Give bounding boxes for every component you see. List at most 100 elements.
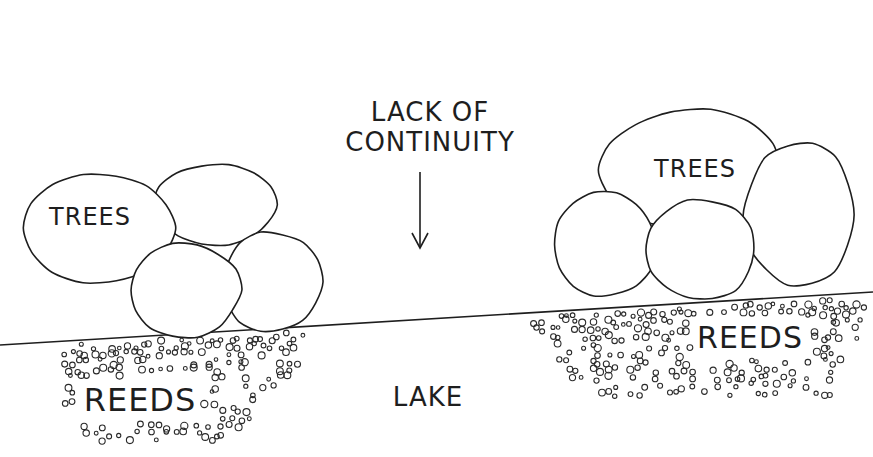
reed-mark: [715, 384, 721, 390]
reed-mark: [637, 309, 644, 316]
reed-mark: [93, 368, 99, 374]
reed-mark: [247, 417, 251, 421]
reed-mark: [247, 338, 252, 343]
reed-mark: [631, 314, 635, 318]
reed-mark: [833, 320, 840, 327]
reed-mark: [740, 309, 747, 316]
reed-mark: [290, 344, 297, 351]
reed-mark: [594, 362, 600, 368]
reed-mark: [167, 366, 173, 372]
reed-mark: [732, 304, 738, 310]
reed-mark: [582, 346, 586, 350]
reed-mark: [757, 305, 762, 310]
reed-mark: [749, 381, 753, 385]
reed-mark: [83, 430, 89, 436]
reed-mark: [206, 364, 212, 370]
reed-mark: [781, 374, 787, 380]
reed-mark: [668, 390, 673, 395]
reed-mark: [146, 354, 150, 358]
reed-mark: [619, 338, 624, 343]
reed-mark: [138, 421, 144, 427]
reed-mark: [145, 341, 151, 347]
pointer-arrow-shaft: [419, 172, 421, 246]
reed-mark: [682, 328, 689, 335]
reed-mark: [77, 357, 83, 363]
reed-mark: [685, 310, 692, 317]
reed-mark: [738, 375, 745, 382]
reed-mark: [126, 437, 133, 444]
reed-mark: [765, 303, 771, 309]
reed-mark: [674, 390, 679, 395]
reed-mark: [135, 429, 139, 433]
reed-mark: [174, 430, 179, 435]
reed-mark: [154, 438, 158, 442]
reed-mark: [690, 369, 696, 375]
reed-mark: [242, 375, 249, 382]
reed-mark: [287, 361, 292, 366]
reed-stipple: [62, 298, 867, 444]
reed-mark: [70, 390, 75, 395]
reed-mark: [714, 377, 720, 383]
reed-mark: [219, 374, 225, 380]
reed-mark: [630, 375, 635, 380]
reed-mark: [211, 401, 218, 408]
reed-mark: [235, 409, 240, 414]
reeds-label-box: REEDS: [693, 317, 807, 360]
reed-mark: [763, 381, 768, 386]
reed-mark: [596, 336, 601, 341]
reed-mark: [827, 298, 832, 303]
reed-mark: [271, 383, 276, 388]
reed-mark: [100, 364, 107, 371]
reed-mark: [81, 423, 87, 429]
reed-mark: [107, 434, 112, 439]
reed-mark: [244, 384, 248, 388]
reed-mark: [829, 307, 833, 311]
reed-mark: [827, 393, 832, 398]
reed-mark: [779, 309, 784, 314]
trees-label-box: TREES: [45, 200, 135, 236]
reed-mark: [726, 360, 733, 367]
reed-mark: [277, 360, 284, 367]
reed-mark: [99, 438, 105, 444]
reed-mark: [557, 357, 562, 362]
reed-mark: [590, 335, 596, 341]
tree-canopy: [555, 191, 657, 296]
reed-mark: [198, 349, 205, 356]
reed-mark: [825, 335, 830, 340]
reed-mark: [187, 342, 191, 346]
reed-mark: [172, 350, 177, 355]
reed-mark: [108, 367, 113, 372]
reed-mark: [579, 376, 583, 380]
reed-mark: [149, 368, 153, 372]
reed-mark: [227, 360, 231, 364]
reed-mark: [788, 384, 792, 388]
reed-mark: [156, 422, 162, 428]
tree-canopy: [743, 143, 854, 286]
reed-mark: [791, 379, 795, 383]
reed-mark: [267, 377, 271, 381]
reed-mark: [599, 389, 606, 396]
node-text: REEDS: [697, 321, 803, 356]
reed-mark: [572, 326, 578, 332]
reed-mark: [722, 310, 727, 315]
reed-mark: [116, 364, 122, 370]
reed-mark: [260, 385, 266, 391]
reed-mark: [83, 357, 88, 362]
reed-mark: [579, 319, 586, 326]
reed-mark: [634, 325, 641, 332]
reed-mark: [638, 317, 642, 321]
reed-mark: [618, 352, 624, 358]
reed-mark: [813, 348, 820, 355]
reed-mark: [837, 356, 844, 363]
reed-mark: [71, 350, 75, 354]
reed-mark: [156, 353, 162, 359]
reed-mark: [627, 366, 634, 373]
reed-mark: [839, 301, 845, 307]
reed-mark: [667, 338, 671, 342]
reed-mark: [210, 390, 214, 394]
reed-mark: [773, 391, 778, 396]
reed-mark: [845, 318, 849, 322]
reed-mark: [250, 397, 256, 403]
reed-mark: [643, 322, 649, 328]
